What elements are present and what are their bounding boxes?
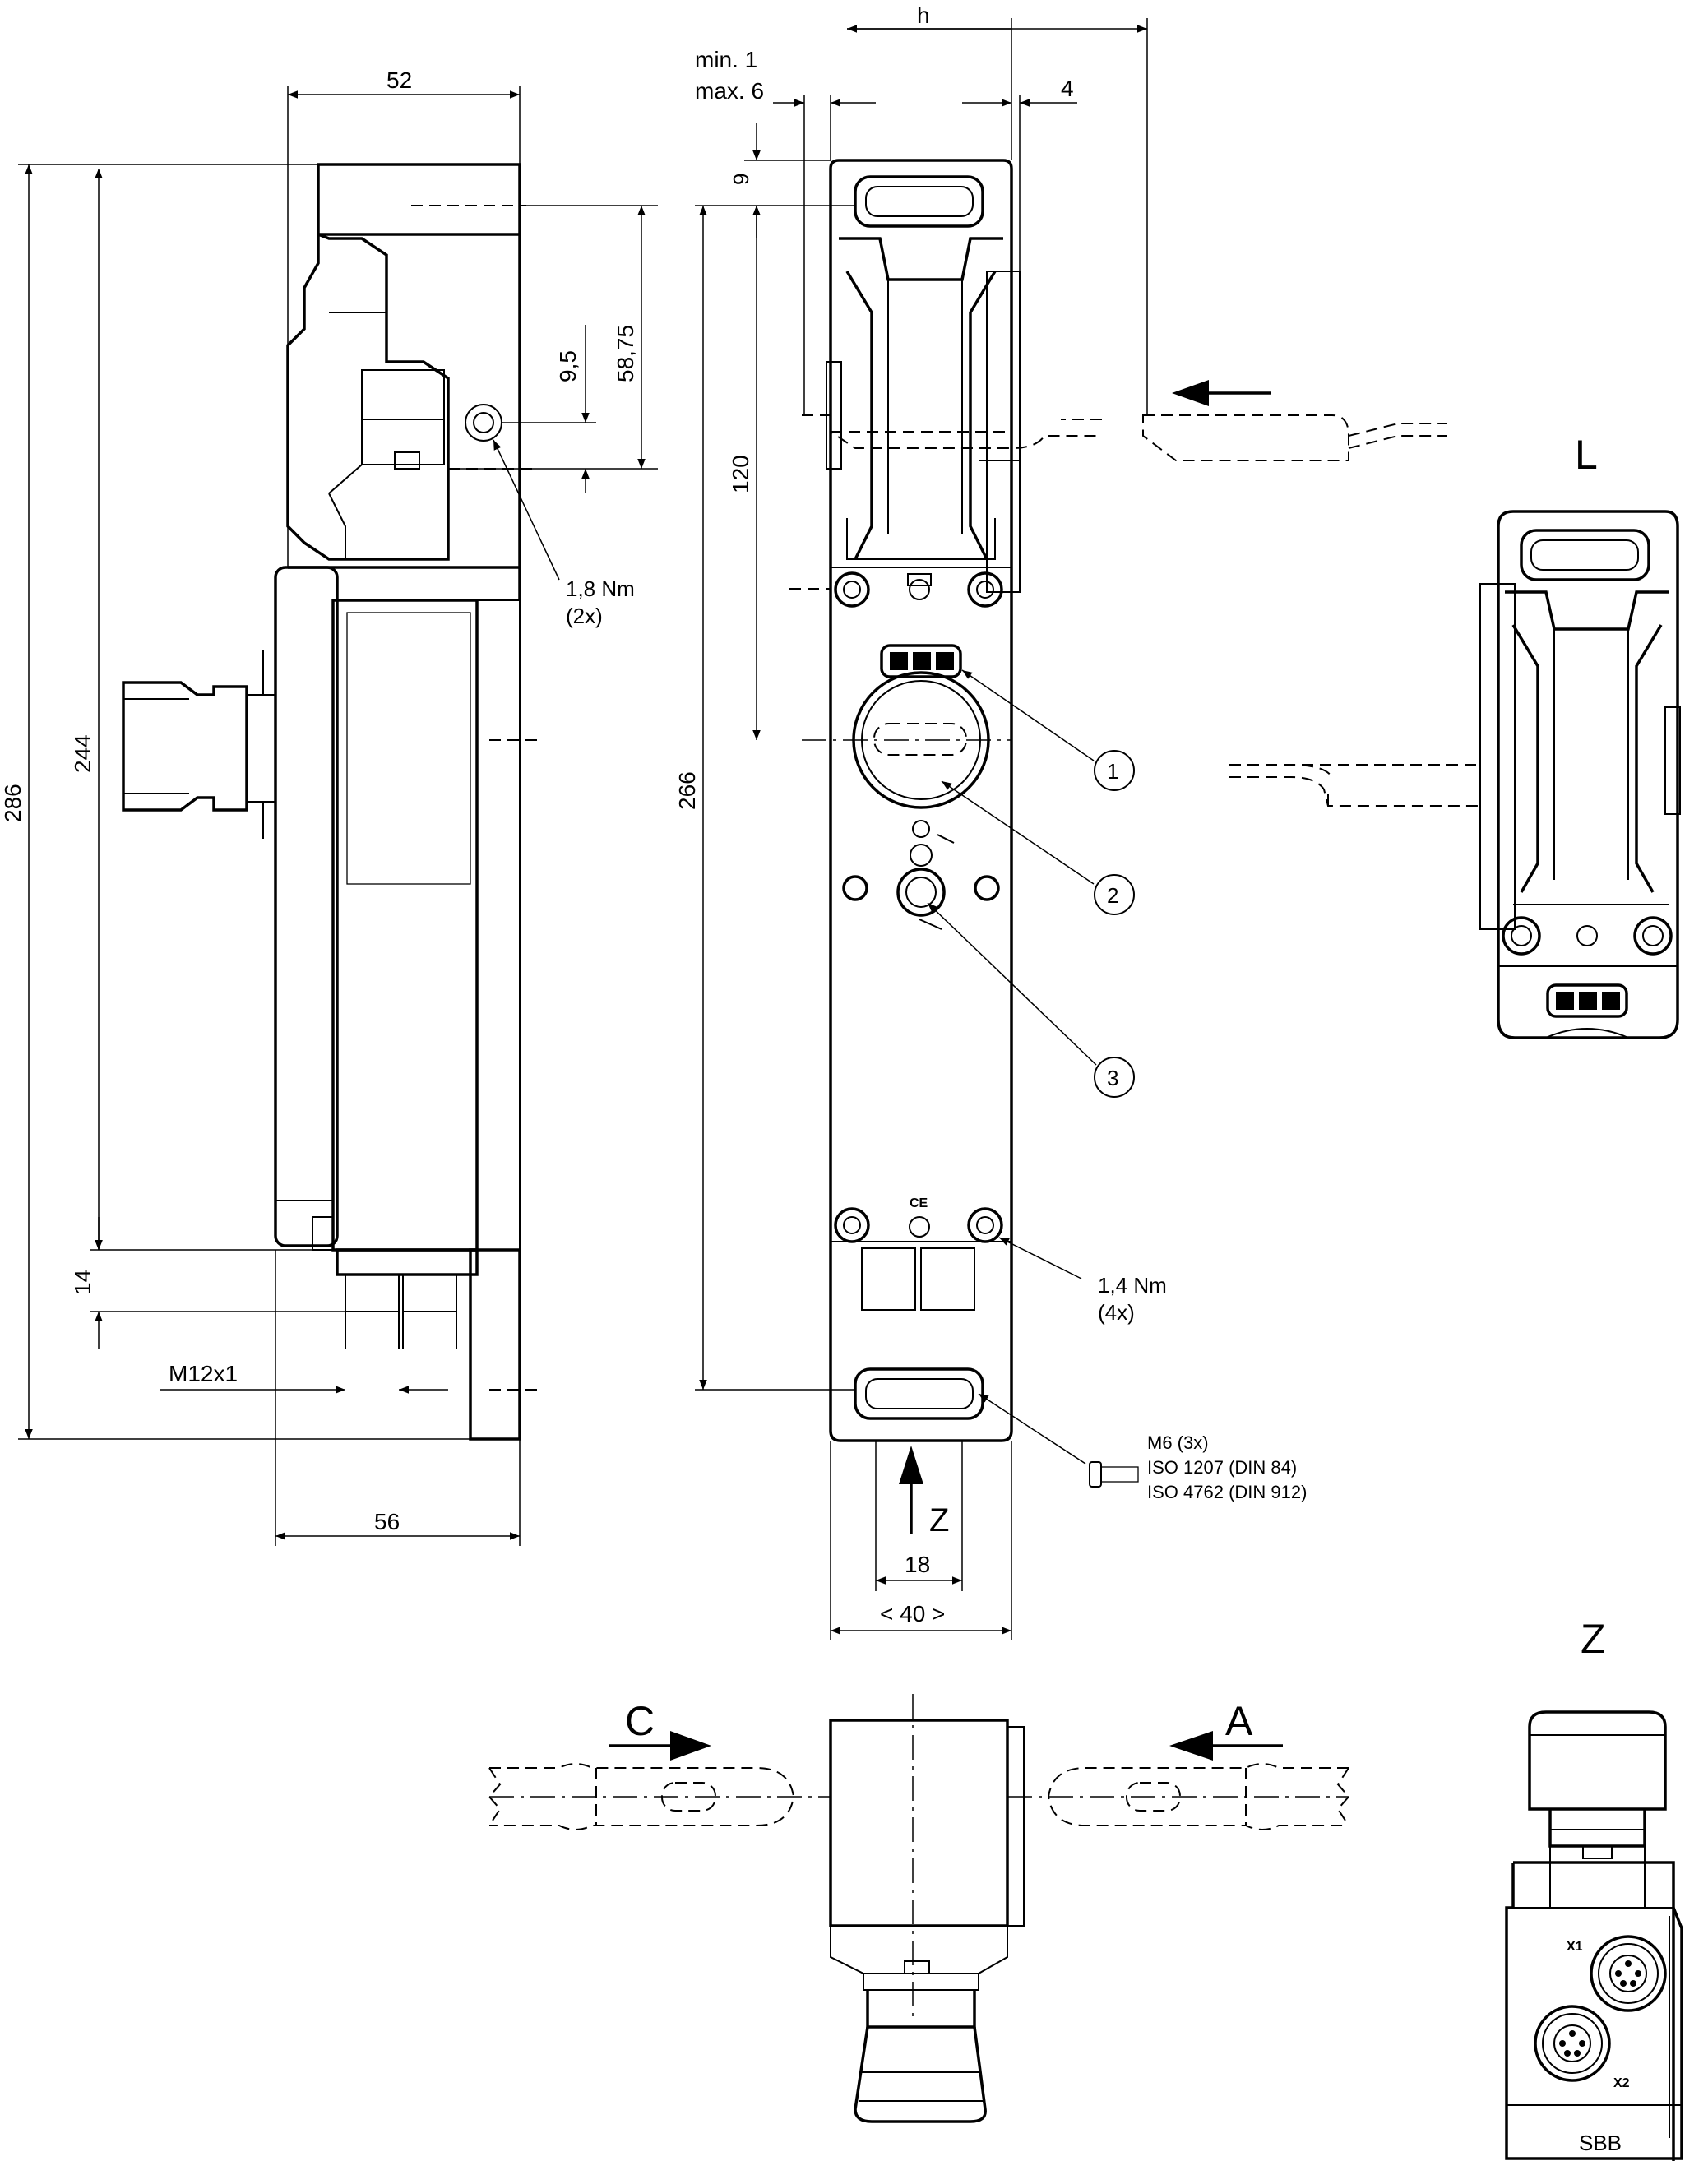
front-dimensions: h min. 1 max. 6 4 9 120 266 18 < 40 > [674,2,1307,1640]
dim-244: 244 [70,734,95,773]
upper-screws [834,571,1003,608]
x2-label: X2 [1613,2076,1630,2090]
dim-14: 14 [70,1270,95,1295]
approach-c-label: C [625,1698,655,1744]
callout-1: 1 [961,669,1135,791]
bottom-view: C A [488,1694,1350,2123]
dim-18: 18 [905,1552,930,1577]
screw-m6: M6 (3x) [1147,1432,1209,1453]
svg-text:CE: CE [910,1196,928,1210]
screw-icon [1089,1461,1139,1488]
approach-a-label: A [1225,1698,1253,1744]
dim-4: 4 [1061,76,1074,101]
view-z: Z X1 [1505,1616,1683,2161]
dim-min: min. 1 [695,47,757,72]
dim-m12x1: M12x1 [169,1361,238,1386]
dim-max: max. 6 [695,78,764,104]
dim-56: 56 [374,1509,400,1534]
sbb-label: SBB [1579,2131,1622,2155]
svg-text:1: 1 [1107,759,1118,784]
screw-iso1207: ISO 1207 (DIN 84) [1147,1457,1297,1478]
lower-screws: CE [834,1196,1003,1243]
dim-9-5: 9,5 [555,350,581,382]
torque-1-8-count: (2x) [566,604,603,628]
dim-9: 9 [729,174,753,185]
torque-1-4-count: (4x) [1098,1300,1135,1325]
z-arrow-label: Z [929,1502,949,1539]
callout-3: 3 [927,902,1135,1098]
dim-58-75: 58,75 [613,325,638,382]
side-view [122,163,543,1441]
dim-h: h [917,2,930,28]
screw-iso4762: ISO 4762 (DIN 912) [1147,1482,1307,1502]
connector-x2: X2 [1534,2005,1630,2090]
torque-1-8: 1,8 Nm [566,576,635,601]
callout-2: 2 [941,780,1135,915]
connector-x1: X1 [1567,1935,1667,2012]
svg-text:2: 2 [1107,883,1118,908]
svg-text:3: 3 [1107,1066,1118,1090]
view-l: L [1229,432,1681,1039]
dim-52: 52 [386,67,412,93]
dim-266: 266 [674,771,700,810]
dim-40: < 40 > [880,1601,945,1627]
view-l-label: L [1575,432,1598,478]
dim-286: 286 [0,784,25,822]
mushroom-button-side [122,650,276,839]
dim-120: 120 [728,455,753,493]
x1-label: X1 [1567,1940,1583,1954]
torque-1-4: 1,4 Nm [1098,1273,1167,1298]
side-dimensions: 52 286 244 14 M12x1 56 58,75 9,5 1,8 Nm [0,67,658,1546]
ribbed-area [346,612,471,885]
view-z-label: Z [1581,1616,1606,1662]
front-view: CE [789,159,1447,1442]
